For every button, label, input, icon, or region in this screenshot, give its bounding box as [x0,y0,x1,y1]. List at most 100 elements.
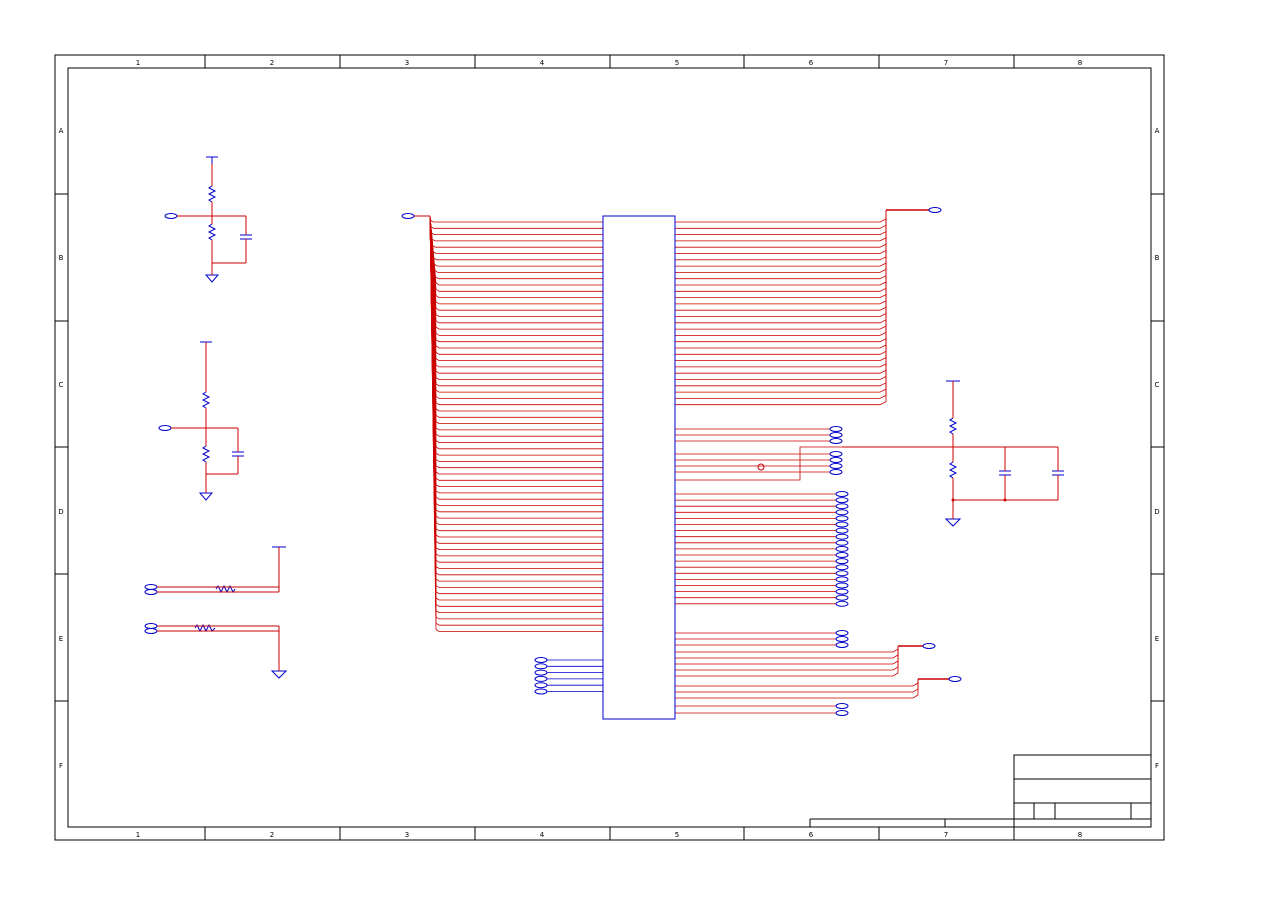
col-label: 1 [136,831,140,839]
row-label: B [1155,254,1160,262]
bus-wire [429,215,603,475]
port-icon [829,451,843,457]
bus-wire [429,215,603,437]
bus-wire [675,210,887,267]
port-icon [835,710,849,716]
bus-wire [675,210,887,280]
port-icon [835,600,849,607]
bus-wire [429,215,603,248]
row-label: D [58,508,63,516]
port-icon [534,688,548,695]
bus-wire [675,210,887,242]
col-label: 6 [809,831,814,839]
row-label: B [59,254,64,262]
bus-wire [675,679,919,687]
bus-wire [429,215,603,632]
col-label: 7 [944,59,948,67]
bus-wire [429,215,603,500]
port-icon [829,426,843,432]
bus-wire [429,215,603,399]
bus-wire [429,216,603,223]
bus-wire [429,215,603,450]
port-icon [835,703,849,709]
port-icon [534,663,548,670]
bus-wire [429,215,603,462]
port-icon [835,533,849,540]
bus-wire [429,215,603,273]
port-icon [835,509,849,516]
port-icon [835,515,849,522]
port-icon [835,558,849,565]
port-icon [835,588,849,595]
port-icon [835,503,849,510]
col-label: 1 [136,59,140,67]
port-icon [835,521,849,528]
bus-wire [429,215,603,374]
port-icon [534,657,548,663]
bus-wire [675,646,899,665]
bus-wire [675,679,919,693]
port-icon [928,207,942,213]
resistor-icon [948,461,958,479]
port-icon [829,469,843,475]
port-icon [144,589,158,595]
resistor-icon [201,391,211,409]
bottom-left-wires [547,659,603,692]
row-label: A [59,127,64,135]
bus-wire [675,210,887,406]
ground-icon [270,670,288,679]
port-icon [144,628,158,634]
port-icon [835,636,849,642]
resistor-icon [207,185,217,203]
port-icon [829,463,843,469]
col-label: 5 [675,831,679,839]
port-icon [835,527,849,534]
port-icon [948,676,962,682]
bus-wire [429,215,603,613]
port-icon [534,669,548,676]
port-icon [835,582,849,589]
col-label: 4 [540,59,545,67]
bus-wire [675,679,919,699]
bus-wire [675,646,899,677]
bus-wire [429,215,603,336]
port-icon [835,564,849,571]
bus-wire [675,210,887,393]
col-label: 8 [1078,59,1082,67]
port-icon [835,552,849,558]
series-resistor-circuit [144,546,288,679]
bus-wire [675,210,887,317]
port-icon [534,675,548,682]
row-label: E [1155,635,1159,643]
ic-component [602,215,676,720]
bus-wire [429,215,603,488]
col-label: 8 [1078,831,1082,839]
bus-wire [429,215,603,412]
bus-wire [429,215,603,362]
port-icon [829,438,843,444]
port-icon [144,623,158,629]
col-label: 4 [540,831,545,839]
col-label: 7 [944,831,948,839]
port-icon [835,497,849,504]
col-label: 6 [809,59,814,67]
bus-wire [429,215,603,576]
right-bus-wires [675,209,949,714]
resistor-icon [948,417,958,435]
col-label: 3 [405,831,409,839]
bus-wire [429,215,603,236]
row-label: F [1155,762,1159,770]
port-icon [835,491,849,497]
resistor-icon [207,223,217,241]
port-icon [835,594,849,601]
ground-icon [204,274,220,283]
port-icon [401,213,415,219]
col-label: 2 [270,831,274,839]
port-icon [922,643,936,649]
port-icon [534,682,548,689]
bus-wire [675,210,887,223]
row-labels-left: A B C D E F [58,127,63,770]
column-labels-top: 1 2 3 4 5 6 7 8 [136,59,1082,67]
test-point-icon [757,463,765,471]
